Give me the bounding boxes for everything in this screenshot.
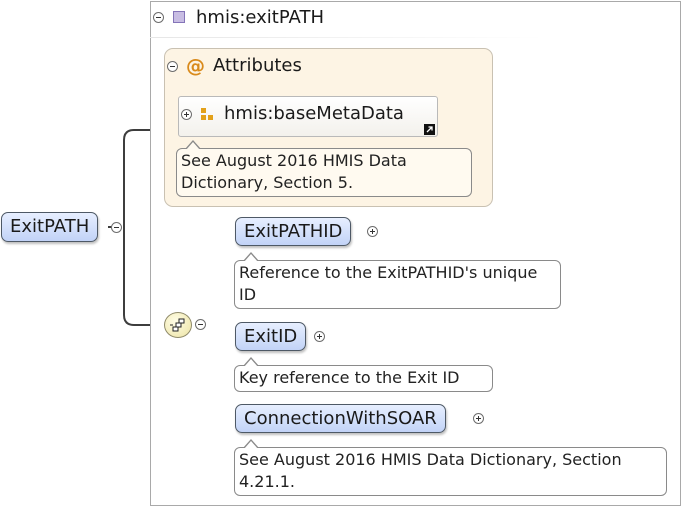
element-exitpath[interactable]: ExitPATH: [1, 212, 99, 242]
collapse-toggle-complex-type[interactable]: [153, 12, 164, 23]
connectionwithsoar-annotation: See August 2016 HMIS Data Dictionary, Se…: [234, 439, 667, 496]
collapse-toggle-attributes[interactable]: [167, 61, 178, 72]
collapse-toggle-exitpath[interactable]: [111, 222, 122, 233]
at-sign-icon: @: [186, 55, 205, 77]
collapse-toggle-sequence[interactable]: [195, 319, 206, 330]
element-exitpathid[interactable]: ExitPATHID: [235, 217, 352, 246]
attributes-heading: Attributes: [213, 55, 302, 76]
attribute-group-annotation: See August 2016 HMIS Data Dictionary, Se…: [176, 140, 472, 197]
attribute-group-box[interactable]: [178, 96, 438, 137]
expand-toggle-exitpathid[interactable]: [367, 226, 378, 237]
exitid-annotation: Key reference to the Exit ID: [234, 357, 493, 392]
title-divider: [150, 37, 545, 38]
attribute-group-icon: [201, 108, 213, 120]
reference-arrow-icon: [424, 124, 435, 135]
complex-type-icon: [173, 11, 185, 23]
branch-to-sequence: [123, 227, 164, 326]
attribute-group-label: hmis:baseMetaData: [224, 103, 404, 124]
branch-to-attributes: [123, 129, 164, 227]
expand-toggle-exitid[interactable]: [314, 331, 325, 342]
element-connectionwithsoar[interactable]: ConnectionWithSOAR: [235, 404, 446, 433]
complex-type-title: hmis:exitPATH: [196, 7, 325, 28]
element-exitid[interactable]: ExitID: [235, 322, 307, 351]
expand-toggle-connectionwithsoar[interactable]: [473, 413, 484, 424]
exitpathid-annotation: Reference to the ExitPATHID's unique ID: [234, 252, 561, 309]
expand-toggle-attribute-group[interactable]: [181, 109, 192, 120]
sequence-compositor-icon[interactable]: [164, 312, 192, 338]
